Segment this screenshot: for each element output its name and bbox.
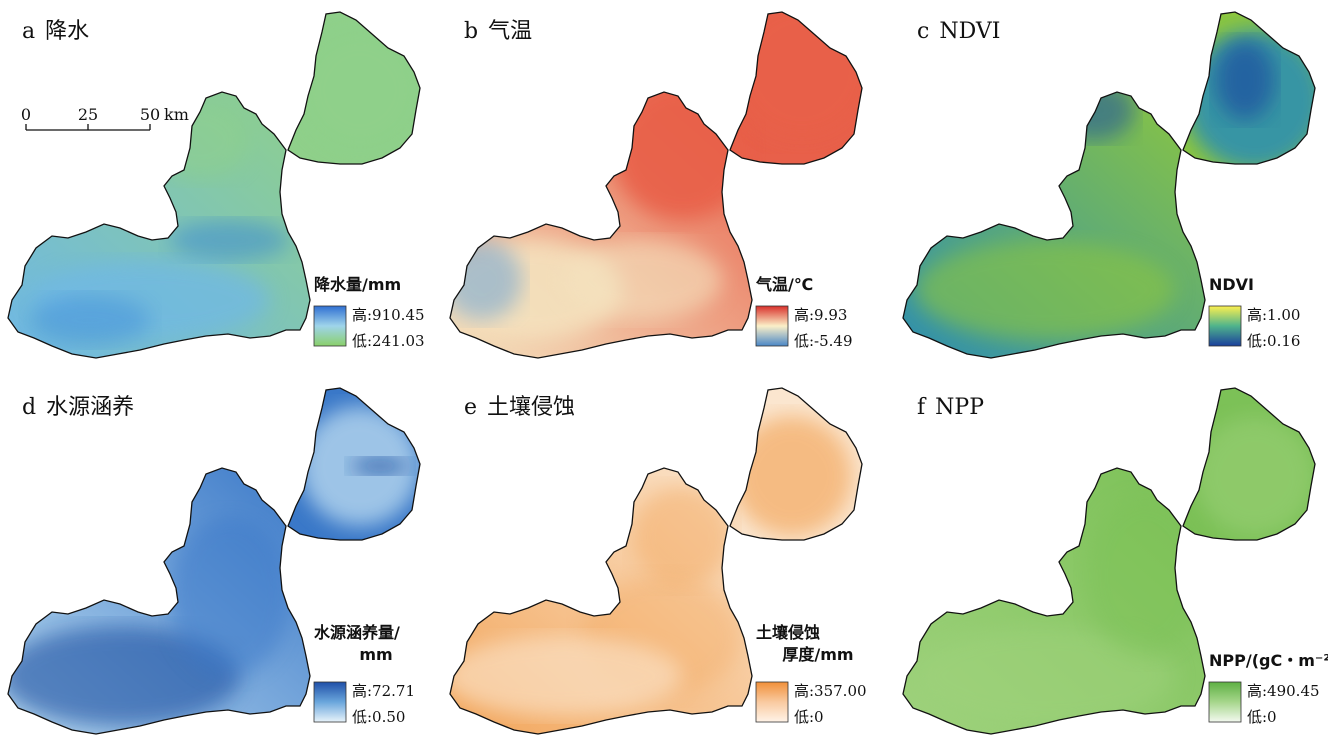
legend-low: 低:0.16: [1247, 332, 1300, 350]
panel-letter: b: [464, 19, 478, 44]
legend-colorbar: [1208, 681, 1242, 723]
legend-colorbar: [313, 681, 347, 723]
basin-outline: [449, 467, 753, 735]
panel-letter: e: [464, 395, 477, 420]
basin-outline: [7, 91, 311, 359]
legend: NPP/(gC・m⁻²) 高:490.45 低:0: [1208, 651, 1328, 726]
legend-colorbar: [755, 305, 789, 347]
legend-title: 土壤侵蚀: [756, 623, 820, 642]
panel-name: 土壤侵蚀: [487, 395, 575, 420]
panel-letter: d: [22, 395, 36, 420]
raster-texture: [450, 416, 852, 716]
scale-label: 25: [78, 105, 98, 124]
legend-low: 低:0: [1247, 708, 1277, 726]
legend-high: 高:490.45: [1247, 682, 1320, 700]
legend-title: 厚度/mm: [782, 645, 853, 664]
basin-outline: [729, 387, 863, 541]
legend: NDVI 高:1.00 低:0.16: [1208, 275, 1300, 350]
basin-outline: [1182, 11, 1316, 165]
panel-f: f NPP NPP/(gC・m⁻²) 高:490.45 低:0: [902, 387, 1328, 735]
basin-outline: [449, 91, 753, 359]
legend-high: 高:72.71: [352, 682, 415, 700]
basin-outline: [1182, 387, 1316, 541]
legend-colorbar: [755, 681, 789, 723]
legend-high: 高:9.93: [794, 306, 847, 324]
legend: 降水量/mm 高:910.45 低:241.03: [313, 275, 425, 350]
scale-unit: km: [164, 105, 189, 124]
panel-letter: a: [22, 19, 35, 44]
legend-low: 低:-5.49: [794, 332, 853, 350]
basin-outline: [7, 467, 311, 735]
panel-letter: f: [917, 395, 927, 420]
panel-title: c NDVI: [917, 19, 1000, 44]
legend-colorbar: [1208, 305, 1242, 347]
basin-outline: [287, 11, 421, 165]
panel-title: d 水源涵养: [22, 395, 134, 420]
panel-title: a 降水: [22, 19, 89, 44]
scale-label: 50: [140, 105, 160, 124]
legend: 气温/℃ 高:9.93 低:-5.49: [755, 275, 853, 350]
basin-outline: [902, 91, 1206, 359]
basin-outline: [287, 387, 421, 541]
raster-texture: [8, 406, 420, 726]
panel-name: NPP: [935, 395, 984, 420]
legend-title: mm: [359, 645, 392, 664]
legend-low: 低:0: [794, 708, 824, 726]
panel-name: 降水: [45, 19, 89, 44]
legend-title: NDVI: [1209, 275, 1254, 294]
raster-texture: [915, 30, 1315, 340]
raster-texture: [30, 30, 420, 345]
legend: 水源涵养量/mm 高:72.71 低:0.50: [313, 623, 415, 726]
panel-title: b 气温: [464, 19, 532, 44]
legend-title: 降水量/mm: [314, 275, 401, 294]
legend-high: 高:910.45: [352, 306, 425, 324]
panel-name: NDVI: [939, 19, 1000, 44]
legend-colorbar: [313, 305, 347, 347]
legend-title: 气温/℃: [755, 275, 813, 294]
legend-title: NPP/(gC・m⁻²): [1209, 651, 1328, 670]
scale-label: 0: [21, 105, 31, 124]
legend-title: 水源涵养量/: [314, 623, 400, 642]
panel-name: 气温: [488, 19, 532, 44]
basin-outline: [729, 11, 863, 165]
basin-outline: [902, 467, 1206, 735]
legend-low: 低:241.03: [352, 332, 425, 350]
legend-high: 高:357.00: [794, 682, 867, 700]
panel-title: f NPP: [917, 395, 984, 420]
panel-title: e 土壤侵蚀: [464, 395, 575, 420]
panel-name: 水源涵养: [46, 395, 134, 420]
legend-high: 高:1.00: [1247, 306, 1300, 324]
legend-low: 低:0.50: [352, 708, 405, 726]
raster-texture: [915, 416, 1315, 726]
panel-letter: c: [917, 19, 929, 44]
